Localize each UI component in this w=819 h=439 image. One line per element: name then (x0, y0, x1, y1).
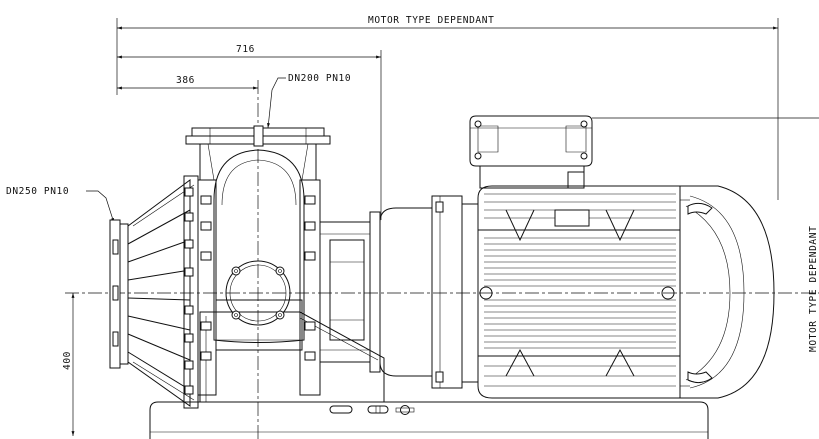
length-386-label: 386 (176, 75, 195, 86)
motor-body (477, 185, 681, 399)
dimension-overall-length: MOTOR TYPE DEPENDANT (116, 15, 779, 200)
baseplate (149, 401, 709, 439)
suction-flange-bolts (112, 187, 194, 395)
dimension-716: 716 (117, 44, 382, 220)
dimension-motor-height: MOTOR TYPE DEPENDANT (592, 117, 819, 352)
motor-height-label: MOTOR TYPE DEPENDANT (808, 226, 819, 352)
casing-bolts (200, 195, 316, 361)
fan-cover (679, 185, 775, 399)
overall-length-label: MOTOR TYPE DEPENDANT (368, 15, 494, 26)
pump-casing (197, 149, 321, 396)
suction-flange-callout: DN250 PN10 (6, 186, 115, 224)
coupling-lantern (319, 211, 381, 373)
discharge-flange-label: DN200 PN10 (288, 73, 351, 84)
terminal-box (469, 115, 593, 189)
length-716-label: 716 (236, 44, 255, 55)
suction-cone (109, 175, 199, 409)
dimension-400: 400 (62, 293, 75, 436)
bearing-cover (225, 260, 291, 326)
motor-adapter (379, 195, 479, 389)
discharge-flange-callout: DN200 PN10 (267, 73, 351, 129)
discharge-flange (185, 125, 331, 181)
height-400-label: 400 (62, 351, 73, 370)
dimension-386: 386 (117, 75, 258, 90)
pump-pedestal (199, 311, 385, 402)
suction-flange-label: DN250 PN10 (6, 186, 69, 197)
